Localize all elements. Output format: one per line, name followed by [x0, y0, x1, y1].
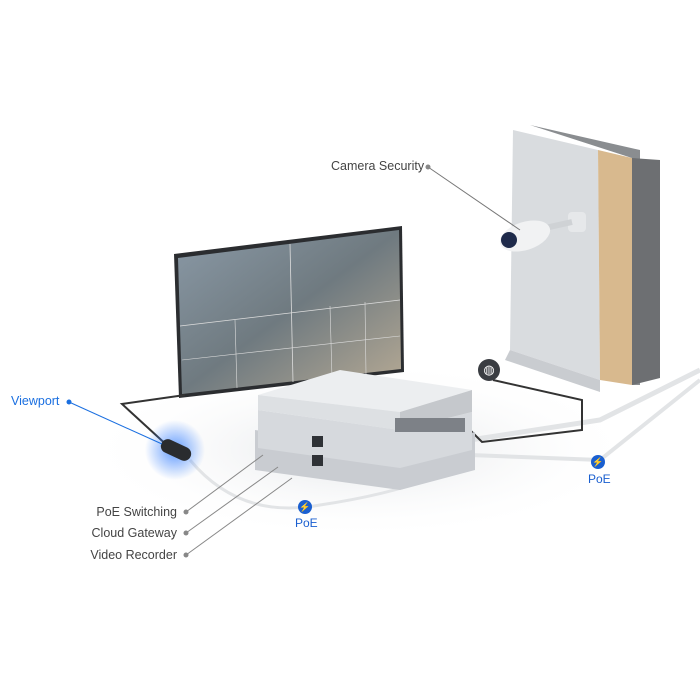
poe-switching-label: PoE Switching: [96, 505, 177, 519]
camera-security-label: Camera Security: [331, 159, 425, 173]
callout-dot: [425, 164, 431, 170]
camera-cable: [469, 367, 700, 443]
internet-cable: [469, 379, 583, 444]
poe-label: PoE: [295, 516, 318, 530]
switching-callout-line: [185, 454, 264, 513]
viewport-device: [160, 439, 192, 461]
lightning-icon: ⚡: [298, 500, 312, 514]
security-camera: [499, 212, 586, 252]
monitor: [174, 226, 404, 398]
cloud-gateway-label: Cloud Gateway: [91, 526, 177, 540]
globe-icon: ◍: [478, 359, 500, 381]
wall: [505, 125, 660, 392]
gateway-callout-line: [185, 466, 279, 534]
lightning-icon: ⚡: [591, 455, 605, 469]
video-recorder-label: Video Recorder: [90, 548, 177, 562]
viewport-label: Viewport: [11, 394, 60, 408]
callout-dot: [66, 399, 72, 405]
recorder-callout-line: [185, 477, 293, 556]
camera-callout-line: [427, 166, 521, 231]
poe-label: PoE: [588, 472, 611, 486]
device-stack: [255, 370, 475, 490]
viewport-callout-line: [68, 401, 163, 445]
